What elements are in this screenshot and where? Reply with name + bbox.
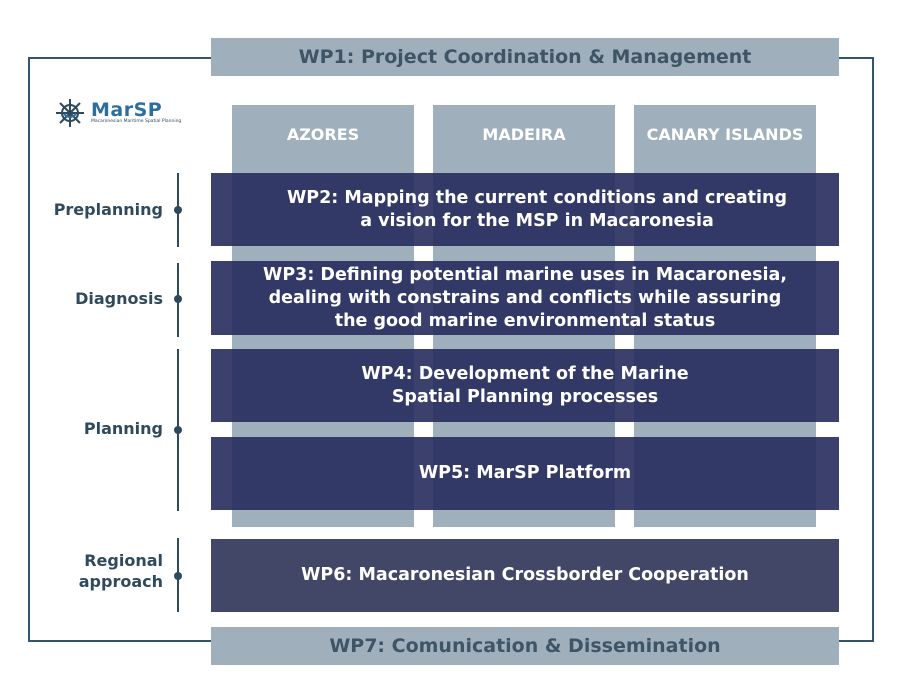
phase-planning-dot <box>174 426 182 434</box>
region-label-azores: AZORES <box>286 125 360 144</box>
wp2-band: WP2: Mapping the current conditions and … <box>211 173 839 246</box>
phase-diagnosis-dot <box>174 295 182 303</box>
wp6-band: WP6: Macaronesian Crossborder Cooperatio… <box>211 539 839 612</box>
phase-preplanning-label: Preplanning <box>53 200 163 219</box>
phase-regional-dot <box>174 572 182 580</box>
phase-planning-label: Planning <box>83 419 163 438</box>
logo-wordmark: MarSP <box>91 99 163 121</box>
logo-subtitle: Macaronesian Maritime Spatial Planning <box>91 119 182 124</box>
wp4-band: WP4: Development of the Marine Spatial P… <box>211 349 839 422</box>
ship-wheel-icon <box>56 99 84 127</box>
wp1-bar: WP1: Project Coordination & Management <box>211 38 839 76</box>
phase-diagnosis-label: Diagnosis <box>75 289 163 308</box>
region-label-canary-islands: CANARY ISLANDS <box>646 125 804 144</box>
marsp-logo: MarSP Macaronesian Maritime Spatial Plan… <box>55 97 182 131</box>
region-label-madeira: MADEIRA <box>482 125 566 144</box>
phase-regional-label: Regional approach <box>78 551 163 591</box>
phase-preplanning-dot <box>174 206 182 214</box>
wp3-band: WP3: Defining potential marine uses in M… <box>211 261 839 335</box>
wp7-bar: WP7: Comunication & Dissemination <box>211 627 839 665</box>
wp5-band: WP5: MarSP Platform <box>211 437 839 510</box>
